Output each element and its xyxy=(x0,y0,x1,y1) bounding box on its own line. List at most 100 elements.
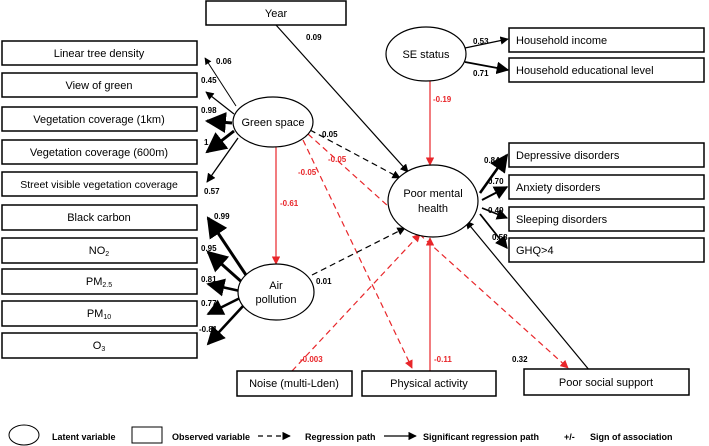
box-anxiety: Anxiety disorders xyxy=(508,174,705,200)
coef-household-edu: 0.71 xyxy=(473,69,489,78)
coef-pa-pmh: -0.11 xyxy=(434,355,452,364)
path-gs-street-veg xyxy=(206,137,239,183)
box-depressive: Depressive disorders xyxy=(508,142,705,168)
label-pmh-line1: Poor mental xyxy=(403,188,462,200)
path-social-pmh xyxy=(465,220,591,372)
path-pmh-anxiety xyxy=(481,186,509,201)
legend-latent-label: Latent variable xyxy=(52,432,116,442)
path-pmh-depressive xyxy=(478,153,509,194)
box-ghq: GHQ>4 xyxy=(508,237,705,263)
label-veg-cov-600m: Vegetation coverage (600m) xyxy=(30,147,168,159)
label-ghq: GHQ>4 xyxy=(516,245,554,257)
label-social-support: Poor social support xyxy=(559,377,653,389)
path-gs-physical-activity xyxy=(302,139,413,369)
box-household-income: Household income xyxy=(508,27,705,53)
label-pm25: PM2.5 xyxy=(86,276,112,289)
coef-veg-cov-1km: 0.98 xyxy=(201,106,217,115)
coef-air-pmh: 0.01 xyxy=(316,277,332,286)
coef-no2: 0.95 xyxy=(201,244,217,253)
coef-noise-pmh: -0.003 xyxy=(300,355,323,364)
legend: Latent variable Observed variable Regres… xyxy=(8,424,673,446)
path-noise-pmh xyxy=(291,233,421,372)
coef-social-pmh: 0.32 xyxy=(512,355,528,364)
box-black-carbon: Black carbon xyxy=(1,204,198,231)
latent-poor-mental-health: Poor mental health xyxy=(387,164,479,238)
legend-latent-symbol xyxy=(8,424,40,446)
label-year: Year xyxy=(265,8,288,20)
coef-view-of-green: 0.45 xyxy=(201,76,217,85)
label-air-line2: pollution xyxy=(256,294,297,306)
path-se-edu xyxy=(464,61,510,75)
path-air-pmh xyxy=(311,227,406,276)
coef-veg-cov-600m: 1 xyxy=(204,138,209,147)
coef-depressive: 0.84 xyxy=(484,156,500,165)
label-green-space: Green space xyxy=(242,117,305,129)
coef-pm25: 0.81 xyxy=(201,275,217,284)
label-view-of-green: View of green xyxy=(65,80,132,92)
path-air-black-carbon xyxy=(206,216,250,279)
box-veg-cov-1km: Vegetation coverage (1km) xyxy=(1,106,198,132)
label-air-line1: Air xyxy=(269,280,283,292)
box-physical-activity: Physical activity xyxy=(361,370,497,397)
path-air-pm25 xyxy=(206,278,241,297)
path-gs-view-green xyxy=(205,91,235,115)
coef-noise-gs: -0.05 xyxy=(328,155,347,164)
label-physical-activity: Physical activity xyxy=(390,378,468,390)
label-sleeping: Sleeping disorders xyxy=(516,214,608,226)
coef-pa-gs: -0.05 xyxy=(298,168,317,177)
label-black-carbon: Black carbon xyxy=(67,212,131,224)
box-pm10: PM10 xyxy=(1,300,198,327)
box-sleeping: Sleeping disorders xyxy=(508,206,705,232)
label-noise: Noise (multi-Lden) xyxy=(249,378,339,390)
label-no2: NO2 xyxy=(89,245,110,258)
box-pm25: PM2.5 xyxy=(1,268,198,295)
coef-gs-air: -0.61 xyxy=(280,199,299,208)
box-no2: NO2 xyxy=(1,237,198,264)
coef-linear-tree-density: 0.06 xyxy=(216,57,232,66)
latent-air-pollution: Air pollution xyxy=(237,263,315,321)
path-gs-linear-tree xyxy=(204,57,237,107)
coef-year: 0.09 xyxy=(306,33,322,42)
label-household-edu: Household educational level xyxy=(516,65,654,77)
legend-observed-label: Observed variable xyxy=(172,432,250,442)
label-pmh-line2: health xyxy=(418,203,448,215)
path-air-no2 xyxy=(206,250,245,286)
coef-sleeping: 0.49 xyxy=(488,206,504,215)
legend-significant-label: Significant regression path xyxy=(423,432,539,442)
coef-street-veg: 0.57 xyxy=(204,187,220,196)
box-veg-cov-600m: Vegetation coverage (600m) xyxy=(1,139,198,165)
coef-gs-pmh: 0.05 xyxy=(322,130,338,139)
path-year-pmh xyxy=(275,24,409,173)
path-se-income xyxy=(464,36,509,49)
box-street-veg: Street visible vegetation coverage xyxy=(1,171,198,197)
coef-se-pmh: -0.19 xyxy=(433,95,452,104)
path-gs-veg-1km xyxy=(204,112,233,133)
coef-household-income: 0.53 xyxy=(473,37,489,46)
box-household-edu: Household educational level xyxy=(508,57,705,83)
coef-black-carbon: 0.99 xyxy=(214,212,230,221)
box-year: Year xyxy=(205,0,347,26)
path-air-o3 xyxy=(206,304,245,346)
path-air-pm10 xyxy=(206,296,241,316)
box-linear-tree-density: Linear tree density xyxy=(1,40,198,66)
legend-sign-symbol: +/- xyxy=(564,432,575,442)
label-household-income: Household income xyxy=(516,35,607,47)
label-se-status: SE status xyxy=(402,49,450,61)
label-pm10: PM10 xyxy=(87,308,111,321)
latent-se-status: SE status xyxy=(385,26,467,82)
label-anxiety: Anxiety disorders xyxy=(516,182,601,194)
path-pmh-ghq xyxy=(479,213,508,249)
path-gs-veg-600m xyxy=(205,129,235,154)
latent-green-space: Green space xyxy=(232,96,314,148)
coef-o3: -0.81 xyxy=(199,325,218,334)
label-street-veg: Street visible vegetation coverage xyxy=(20,179,178,191)
box-social-support: Poor social support xyxy=(523,368,690,396)
legend-observed-symbol xyxy=(131,426,163,444)
path-gs-pmh xyxy=(309,129,401,179)
coef-pm10: 0.77 xyxy=(201,299,217,308)
path-gs-social-support xyxy=(307,133,569,369)
label-veg-cov-1km: Vegetation coverage (1km) xyxy=(33,114,164,126)
label-depressive: Depressive disorders xyxy=(516,150,620,162)
